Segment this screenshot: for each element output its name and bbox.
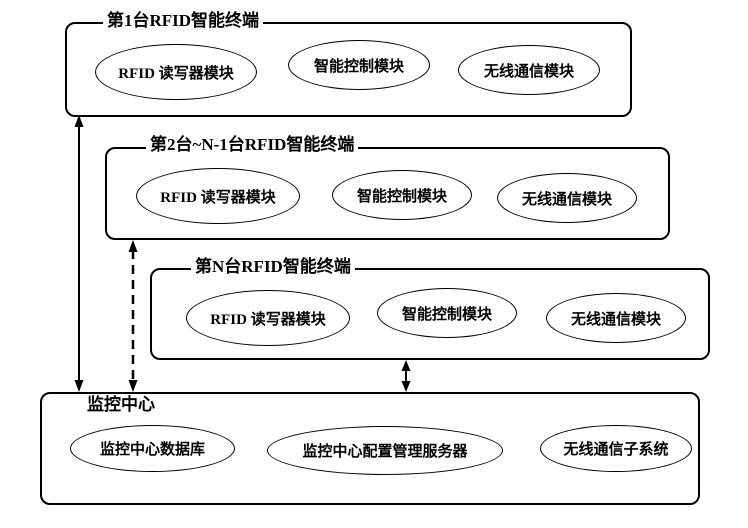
terminal-n-label: 第N台RFID智能终端 [191,256,355,278]
terminal-1-module-control: 智能控制模块 [288,40,430,90]
arrowhead-down-icon [74,380,84,392]
terminal-2-to-n1-label: 第2台~N-1台RFID智能终端 [146,134,359,156]
terminal-n-module-control: 智能控制模块 [377,288,517,338]
terminal-n-module-rfid-reader: RFID 读写器模块 [186,290,350,346]
arrow-terminal1-center [74,115,84,392]
terminal-2-to-n1-box [105,147,670,240]
terminal-n-box [150,268,710,360]
monitor-center-database: 监控中心数据库 [70,425,235,472]
monitor-center-box [40,392,700,505]
terminal-1-module-rfid-reader: RFID 读写器模块 [95,44,257,100]
arrowhead-up-icon [128,240,138,252]
monitor-center-label: 监控中心 [83,394,159,416]
terminal-2-module-rfid-reader: RFID 读写器模块 [136,168,300,224]
terminal-1-module-wireless: 无线通信模块 [458,45,600,95]
terminal-n-module-wireless: 无线通信模块 [546,293,686,343]
monitor-center-config-server: 监控中心配置管理服务器 [267,426,503,475]
arrow-terminaln-center [401,360,411,392]
terminal-2-module-wireless: 无线通信模块 [497,173,637,223]
arrowhead-down-icon [128,380,138,392]
terminal-1-label: 第1台RFID智能终端 [103,10,264,32]
arrowhead-up-icon [401,360,411,371]
terminal-1-box [65,22,632,117]
terminal-2-module-control: 智能控制模块 [332,170,472,220]
arrow-terminal2n1-center-dashed [128,240,138,392]
arrowhead-down-icon [401,381,411,392]
monitor-center-wireless-subsystem: 无线通信子系统 [540,425,692,472]
